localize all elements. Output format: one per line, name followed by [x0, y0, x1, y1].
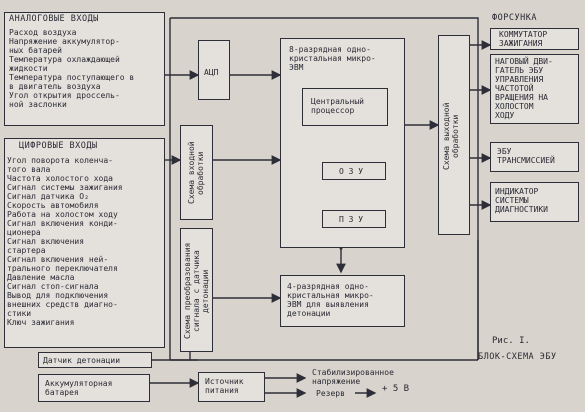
input-processing-box: Схема входной обработки: [180, 125, 213, 220]
power-supply-box: Источник питания: [198, 372, 265, 402]
digital-inputs-box: ЦИФРОВЫЕ ВХОДЫ Угол поворота коленча- то…: [4, 138, 165, 348]
reserve-label: Резерв: [316, 389, 345, 398]
idle-valve-label: НАГОВЫЙ ДВИ- ГАТЕЛЬ ЭБУ УПРАВЛЕНИЯ ЧАСТО…: [495, 57, 553, 120]
ram-box: О З У: [322, 162, 386, 180]
output-processing-box: Схема выходной обработки: [438, 35, 470, 235]
rom-label: П З У: [339, 215, 364, 224]
power-supply-label: Источник питания: [205, 377, 244, 395]
battery-label: Аккумуляторная батарея: [45, 379, 113, 397]
rom-box: П З У: [322, 210, 386, 228]
signal-conversion-box: Схема преобразования сигнала с датчика д…: [180, 228, 213, 352]
mcu4-box: 4-разрядная одно- кристальная микро- ЭВМ…: [280, 275, 405, 327]
cpu-box: Центральный процессор: [302, 88, 388, 126]
transmission-box: ЭБУ ТРАНСМИССИЕЙ: [490, 142, 579, 172]
plus5v-label: + 5 В: [382, 384, 410, 394]
diagnostics-box: ИНДИКАТОР СИСТЕМЫ ДИАГНОСТИКИ: [490, 182, 579, 222]
transmission-label: ЭБУ ТРАНСМИССИЕЙ: [497, 147, 555, 165]
regulated-voltage-label: Стабилизированное напряжение: [312, 368, 394, 386]
analog-inputs-box: АНАЛОГОВЫЕ ВХОДЫ Расход воздуха Напряжен…: [4, 12, 165, 126]
ignition-switch-box: КОММУТАТОР ЗАЖИГАНИЯ: [490, 28, 579, 50]
signal-conversion-label: Схема преобразования сигнала с датчика д…: [183, 242, 210, 340]
mcu4-label: 4-разрядная одно- кристальная микро- ЭВМ…: [287, 282, 374, 318]
figure-title: БЛОК-СХЕМА ЭБУ: [478, 352, 557, 362]
knock-sensor-box: Датчик детонации: [38, 352, 152, 368]
adc-box: АЦП: [198, 40, 230, 100]
idle-valve-box: НАГОВЫЙ ДВИ- ГАТЕЛЬ ЭБУ УПРАВЛЕНИЯ ЧАСТО…: [490, 54, 579, 124]
ignition-switch-label: КОММУТАТОР ЗАЖИГАНИЯ: [499, 30, 548, 48]
mcu8-title: 8-разрядная одно- кристальная микро- ЭВМ: [289, 45, 376, 72]
battery-box: Аккумуляторная батарея: [38, 374, 150, 402]
analog-inputs-list: Расход воздуха Напряжение аккумулятор- н…: [9, 28, 135, 109]
digital-inputs-list: Угол поворота коленча- того вала Частота…: [7, 156, 123, 327]
adc-label: АЦП: [204, 68, 219, 77]
input-processing-label: Схема входной обработки: [187, 141, 205, 205]
cpu-label: Центральный процессор: [311, 97, 364, 115]
injector-label: ФОРСУНКА: [492, 13, 537, 23]
figure-number: Рис. I.: [492, 336, 530, 346]
digital-inputs-title: ЦИФРОВЫЕ ВХОДЫ: [19, 141, 98, 151]
analog-inputs-title: АНАЛОГОВЫЕ ВХОДЫ: [9, 14, 99, 24]
knock-sensor-label: Датчик детонации: [43, 356, 121, 365]
diagnostics-label: ИНДИКАТОР СИСТЕМЫ ДИАГНОСТИКИ: [495, 187, 548, 214]
ram-label: О З У: [339, 167, 364, 176]
output-processing-label: Схема выходной обработки: [442, 102, 460, 171]
